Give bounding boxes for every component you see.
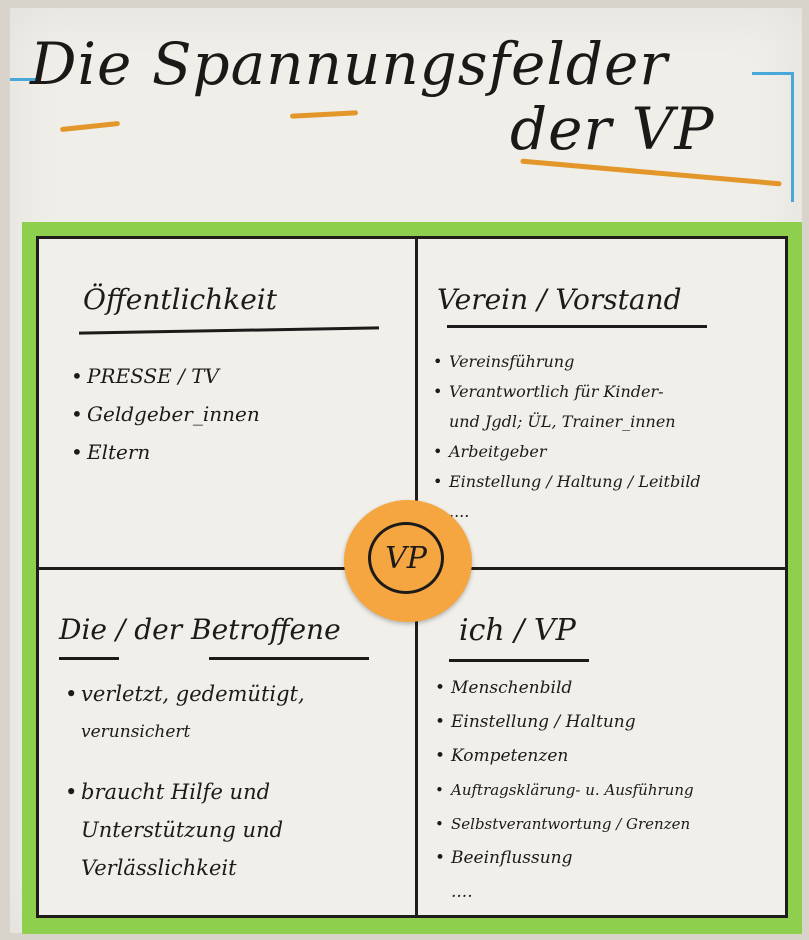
list-item: Eltern	[71, 433, 260, 471]
list-item: Kompetenzen	[435, 739, 694, 773]
list-item: Geldgeber_innen	[71, 395, 260, 433]
page-title-line2: der VP	[510, 95, 715, 163]
list-item: Einstellung / Haltung / Leitbild	[433, 467, 701, 497]
quadrant-heading-underline	[209, 657, 369, 660]
quadrant-heading-underline	[449, 659, 589, 662]
list-item: Selbstverantwortung / Grenzen	[435, 807, 694, 841]
blue-marker-right-vertical	[791, 72, 794, 202]
quadrant-heading-public: Öffentlichkeit	[83, 283, 278, 316]
quadrant-heading-underline	[447, 325, 707, 328]
list-item: und Jgdl; ÜL, Trainer_innen	[449, 412, 676, 431]
list-item: verunsichert	[81, 722, 191, 742]
quadrant-list-club: Vereinsführung Verantwortlich für Kinder…	[433, 347, 701, 527]
page-title-line1: Die Spannungsfelder	[30, 30, 669, 98]
quadrant-heading-affected: Die / der Betroffene	[59, 613, 341, 646]
list-item: Auftragsklärung- u. Ausführung	[435, 773, 694, 807]
list-item: braucht Hilfe und	[65, 773, 305, 811]
quadrant-heading-underline	[59, 657, 119, 660]
list-item: Verlässlichkeit	[81, 856, 237, 880]
vp-sticky-note: VP	[344, 500, 472, 622]
quadrant-heading-club: Verein / Vorstand	[437, 283, 682, 316]
list-item: ....	[451, 882, 473, 902]
vp-badge-label: VP	[368, 522, 444, 594]
list-item: verletzt, gedemütigt,	[65, 675, 305, 713]
list-item: PRESSE / TV	[71, 357, 260, 395]
blue-marker-right	[752, 72, 794, 75]
quadrant-heading-self: ich / VP	[459, 613, 576, 648]
list-item: Verantwortlich für Kinder-	[433, 377, 701, 407]
quadrant-list-self: Menschenbild Einstellung / Haltung Kompe…	[435, 671, 694, 909]
list-item: Beeinflussung	[435, 841, 694, 875]
list-item: Vereinsführung	[433, 347, 701, 377]
list-item: Arbeitgeber	[433, 437, 701, 467]
list-item: Einstellung / Haltung	[435, 705, 694, 739]
blue-marker-left	[10, 78, 36, 81]
quadrant-list-affected: verletzt, gedemütigt, verunsichert brauc…	[65, 675, 305, 887]
list-item: Unterstützung und	[81, 818, 284, 842]
list-item: ....	[449, 502, 470, 521]
quadrant-heading-underline	[78, 326, 380, 335]
list-item: Menschenbild	[435, 671, 694, 705]
quadrant-list-public: PRESSE / TV Geldgeber_innen Eltern	[71, 357, 260, 471]
